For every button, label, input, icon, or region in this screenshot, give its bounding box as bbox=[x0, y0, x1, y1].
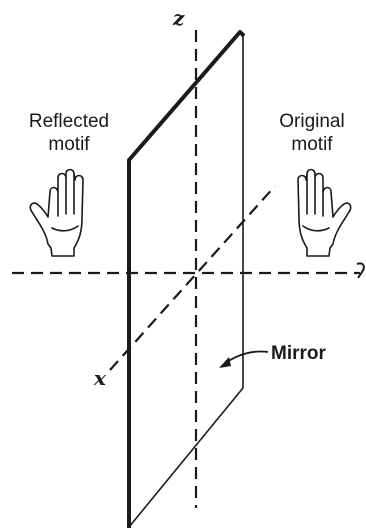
original-hand-icon bbox=[297, 168, 352, 257]
original-motif-label-line1: Original bbox=[279, 111, 344, 132]
reflected-motif-label-line2: motif bbox=[48, 134, 90, 155]
mirror-label: Mirror bbox=[271, 343, 327, 364]
x-axis-label: x bbox=[93, 366, 107, 390]
x-axis bbox=[109, 185, 276, 371]
reflected-hand-icon bbox=[29, 168, 84, 257]
z-axis-label: z bbox=[172, 6, 185, 30]
y-axis-end-mark bbox=[356, 262, 365, 279]
reflected-motif-label-line1: Reflected bbox=[29, 111, 109, 132]
mirror-plane-back-edge bbox=[128, 33, 244, 528]
original-motif-label-line2: motif bbox=[291, 134, 333, 155]
mirror-pointer-arrowhead bbox=[219, 357, 231, 368]
mirror-pointer-arrow bbox=[223, 350, 269, 365]
mirror-plane-front-edge bbox=[127, 30, 246, 528]
